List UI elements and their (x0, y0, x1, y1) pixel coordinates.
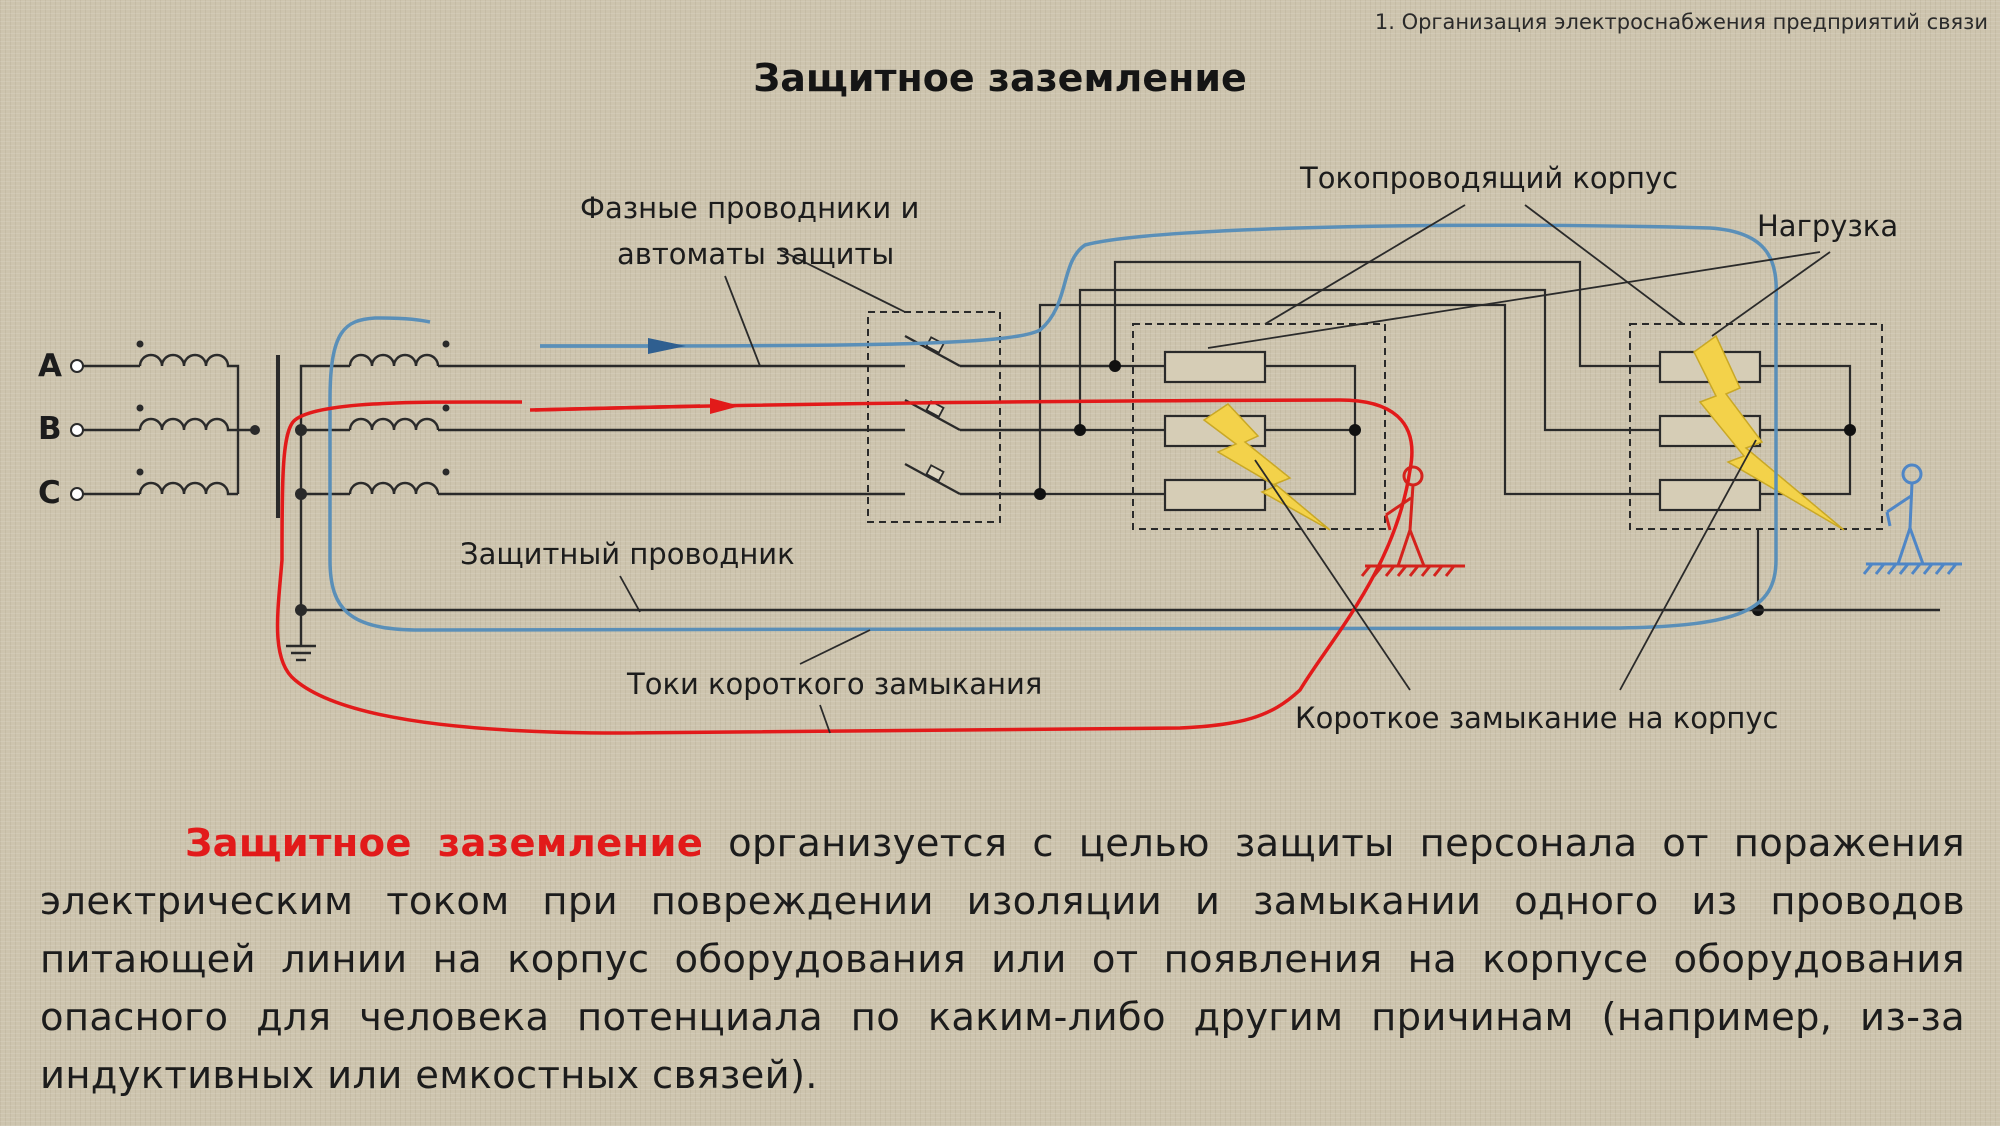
load-feeders (1038, 260, 1852, 610)
label-load: Нагрузка (1757, 209, 1898, 243)
phase-label-c: C (38, 475, 61, 511)
label-phase-conductors-line2: автоматы защиты (617, 237, 894, 271)
label-phase-conductors-line1: Фазные проводники и (580, 191, 919, 225)
fault-arrow-line (534, 404, 701, 412)
fault-current-loop (275, 398, 1414, 735)
header-caption: 1. Организация электроснабжения предприя… (1374, 10, 1988, 34)
winding-polarity-dots (136, 340, 450, 616)
phase-label-b: B (38, 411, 62, 447)
person-grounded (1360, 465, 1465, 577)
blue-arrow-head (648, 338, 686, 354)
phase-labels: A B C (38, 348, 62, 511)
return-path-loop (328, 223, 1779, 632)
input-terminals (70, 359, 84, 501)
slide-title: Защитное заземление (753, 56, 1247, 100)
phase-conductors (438, 364, 1115, 496)
label-short-to-case: Короткое замыкание на корпус (1295, 701, 1779, 735)
label-conductive-case: Токопроводящий корпус (1299, 161, 1678, 195)
equipment-enclosures (1132, 323, 1883, 530)
person-safe (1862, 463, 1962, 575)
short-circuit-lightning (1202, 334, 1845, 531)
transformer (83, 353, 440, 662)
callout-leaders (619, 204, 1831, 734)
phase-label-a: A (38, 348, 62, 384)
description-paragraph: Защитное заземление организуется с целью… (40, 815, 1965, 1105)
red-arrow-head (710, 398, 740, 414)
highlight-term: Защитное заземление (185, 821, 704, 866)
label-protective-conductor: Защитный проводник (460, 537, 795, 571)
label-short-circuit-currents: Токи короткого замыкания (626, 667, 1042, 701)
description-text: организуется с целью защиты персонала от… (40, 821, 1965, 1098)
